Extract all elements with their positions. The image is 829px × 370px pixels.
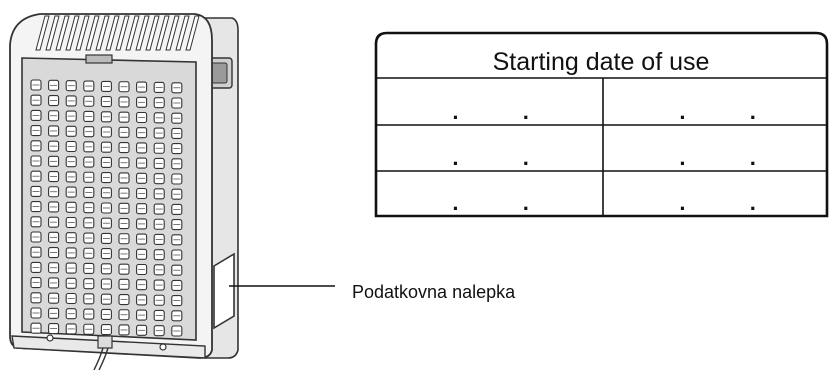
front-vent-grid bbox=[30, 79, 183, 337]
power-cord bbox=[93, 335, 113, 370]
grille-slat bbox=[85, 15, 100, 51]
grille-slat bbox=[165, 15, 180, 51]
grille-slat bbox=[155, 15, 170, 51]
grille-slat bbox=[135, 15, 150, 51]
date-separator-dot: . bbox=[750, 145, 756, 170]
grille-slat bbox=[145, 15, 160, 51]
date-separator-dot: . bbox=[679, 145, 685, 170]
grille-slat bbox=[175, 15, 190, 51]
grille-slat bbox=[125, 15, 140, 51]
grille-slat bbox=[95, 15, 110, 51]
date-separator-dot: . bbox=[679, 190, 685, 215]
grille-slat bbox=[45, 15, 60, 51]
air-purifier-device bbox=[9, 13, 239, 370]
date-separator-dot: . bbox=[679, 99, 685, 124]
filter-panel-tab bbox=[85, 54, 113, 64]
date-separator-dot: . bbox=[523, 145, 529, 170]
date-separator-dot: . bbox=[750, 99, 756, 124]
grille-slat bbox=[185, 15, 200, 51]
date-separator-dot: . bbox=[523, 99, 529, 124]
grille-slat bbox=[65, 15, 80, 51]
date-separator-dot: . bbox=[452, 190, 458, 215]
filter-panel bbox=[21, 57, 197, 341]
date-separator-dot: . bbox=[452, 145, 458, 170]
grille-slat bbox=[55, 15, 70, 51]
wheel-left bbox=[46, 334, 54, 342]
grille-slat bbox=[115, 15, 130, 51]
grille-slat bbox=[75, 15, 90, 51]
date-separator-dot: . bbox=[452, 99, 458, 124]
date-cells: ............ bbox=[452, 99, 755, 215]
callout-label: Podatkovna nalepka bbox=[352, 282, 516, 302]
date-separator-dot: . bbox=[523, 190, 529, 215]
date-separator-dot: . bbox=[750, 190, 756, 215]
grille-slat bbox=[105, 15, 120, 51]
data-label-sticker bbox=[213, 252, 235, 330]
top-air-outlet-grille bbox=[35, 15, 200, 51]
starting-date-table: Starting date of use ............ bbox=[374, 31, 829, 218]
wheel-right bbox=[159, 343, 167, 351]
grille-slat bbox=[35, 15, 50, 51]
table-title: Starting date of use bbox=[493, 48, 710, 76]
